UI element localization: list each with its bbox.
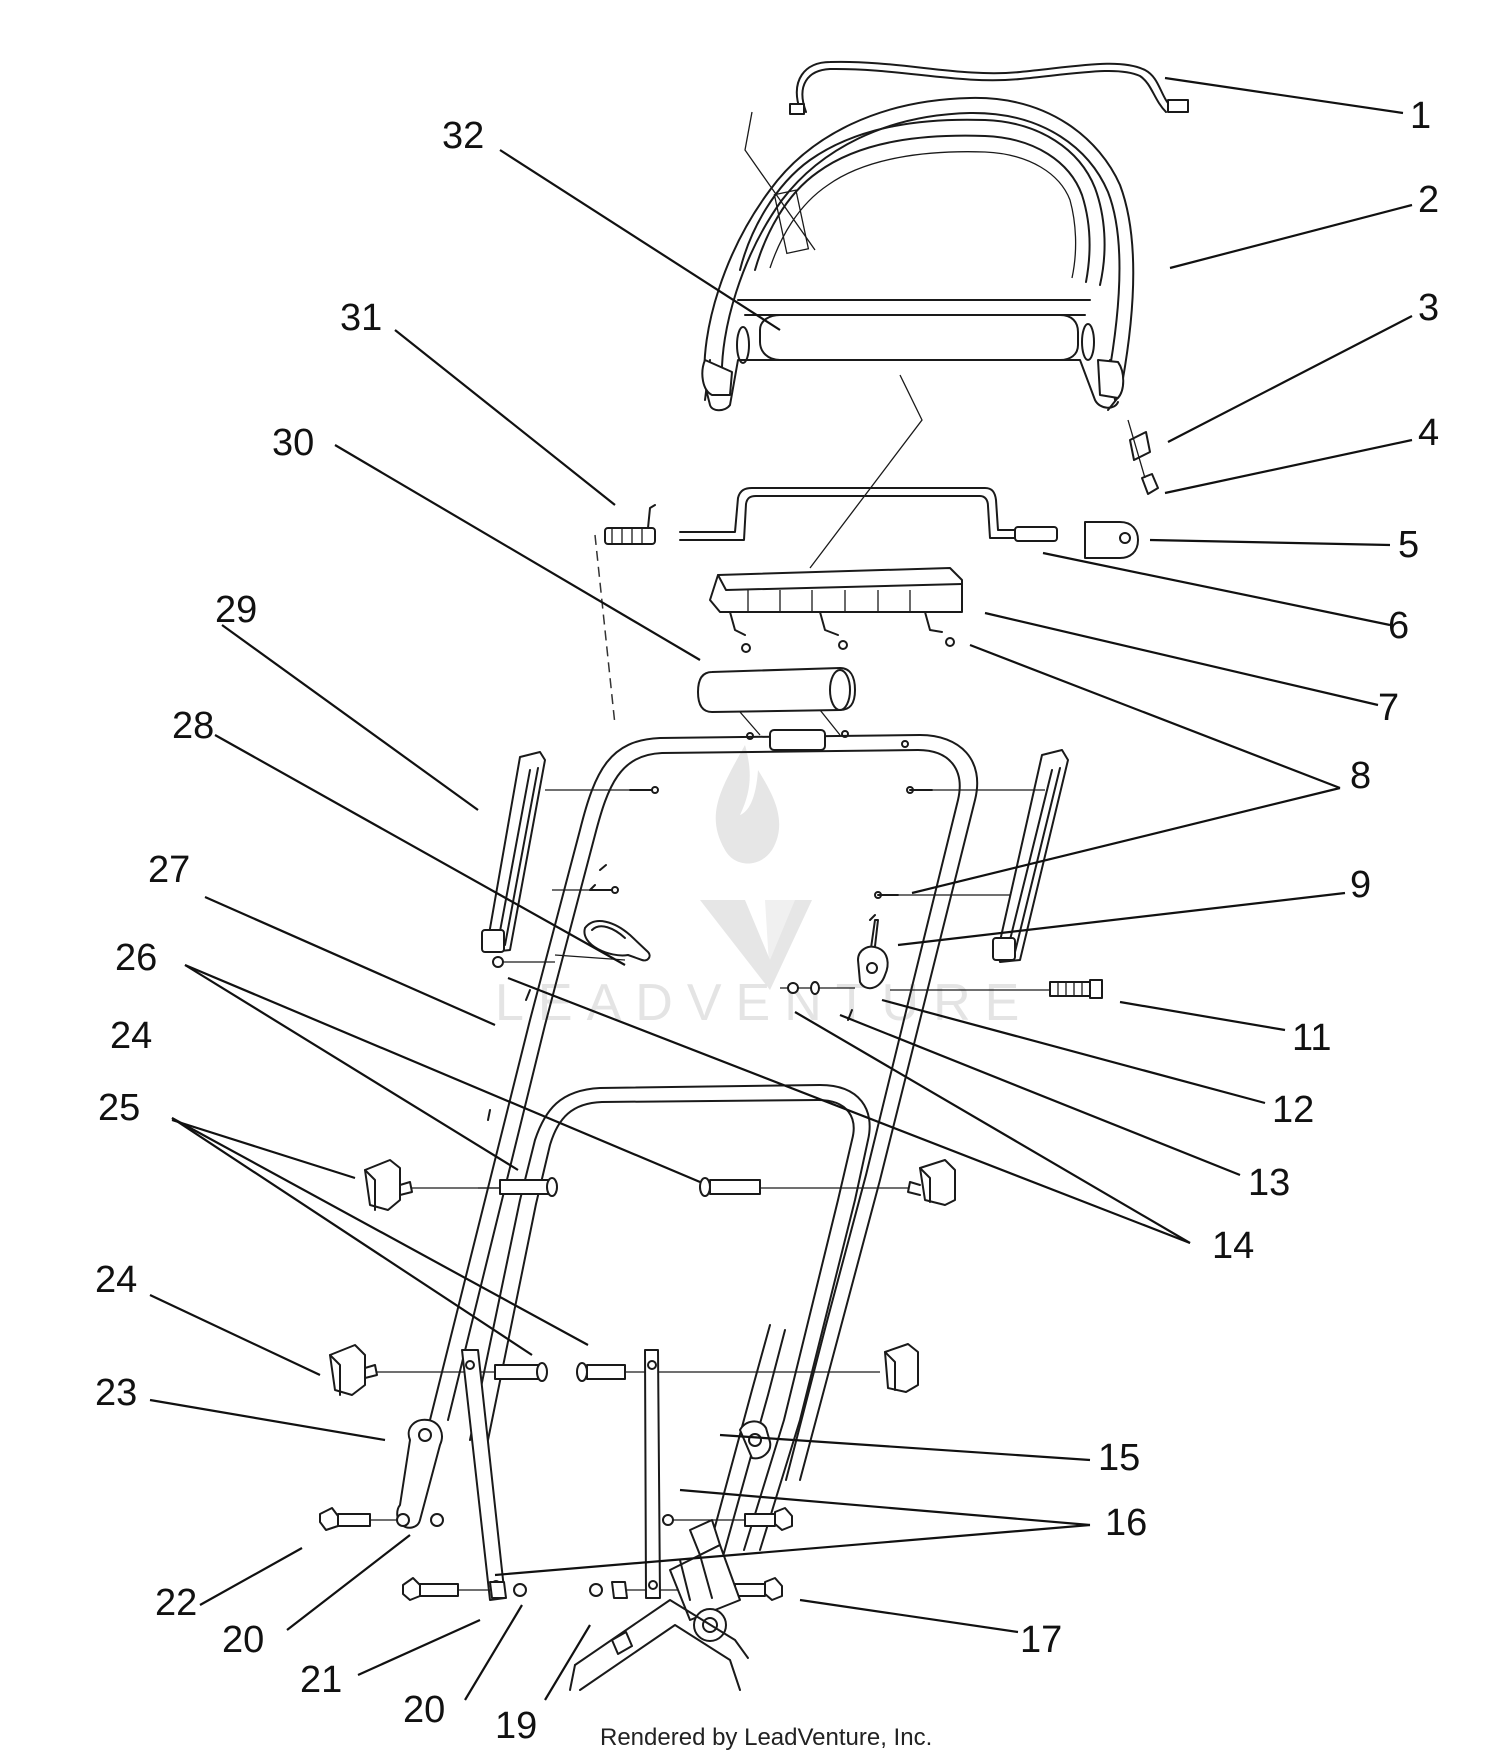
part-bolt-22 xyxy=(319,1507,398,1531)
part-spring xyxy=(594,504,656,726)
part-knob-upper-left xyxy=(364,1159,500,1211)
part-cable-tie xyxy=(554,920,651,962)
callout-4: 4 xyxy=(1418,412,1439,454)
callout-3: 3 xyxy=(1418,287,1439,329)
part-nut-20-lower xyxy=(489,1581,527,1599)
callout-26: 26 xyxy=(115,937,157,979)
part-control-panel xyxy=(709,374,963,653)
part-bolt-lower-right xyxy=(576,1362,880,1382)
part-bolt-16-mid xyxy=(662,1507,793,1531)
leader-lines xyxy=(149,76,1413,1701)
callout-29: 29 xyxy=(215,589,257,631)
callout-20-upper: 20 xyxy=(222,1619,264,1661)
part-deck-bracket xyxy=(569,1420,772,1691)
callout-11: 11 xyxy=(1292,1017,1331,1059)
callout-31: 31 xyxy=(340,297,382,339)
callout-14: 14 xyxy=(1212,1225,1254,1267)
watermark-text: LEADVENTURE xyxy=(495,974,1033,1032)
callout-13: 13 xyxy=(1248,1162,1290,1204)
callout-15: 15 xyxy=(1098,1437,1140,1479)
part-nut-14-left xyxy=(492,956,555,968)
part-knob-upper-right xyxy=(860,1159,956,1206)
part-mid-handle xyxy=(469,1084,871,1561)
part-upper-handle xyxy=(701,96,1135,412)
callout-22: 22 xyxy=(155,1582,197,1624)
part-nut-19 xyxy=(589,1581,645,1599)
callout-labels: 1 2 3 4 5 6 7 8 9 11 12 13 14 15 16 17 1… xyxy=(95,95,1439,1747)
callout-9: 9 xyxy=(1350,864,1371,906)
callout-30: 30 xyxy=(272,422,314,464)
part-screws-8 xyxy=(545,786,1045,899)
callout-28: 28 xyxy=(172,705,214,747)
callout-24-upper: 24 xyxy=(110,1015,152,1057)
part-screw-4 xyxy=(1127,419,1159,495)
part-bolt-lower-left xyxy=(494,1362,548,1382)
callout-7: 7 xyxy=(1378,687,1399,729)
callout-23: 23 xyxy=(95,1372,137,1414)
part-pivot-bracket-left xyxy=(396,1418,443,1529)
part-knob-lower-right xyxy=(884,1343,919,1393)
callout-5: 5 xyxy=(1398,524,1419,566)
watermark-logo xyxy=(700,745,812,990)
part-bail-wire xyxy=(789,60,1189,115)
callout-25: 25 xyxy=(98,1087,140,1129)
callout-20-lower: 20 xyxy=(403,1689,445,1731)
part-cable-guide-left xyxy=(481,751,546,953)
part-foam-grip xyxy=(697,667,856,736)
callout-24-lower: 24 xyxy=(95,1259,137,1301)
callout-17: 17 xyxy=(1020,1619,1062,1661)
render-credit: Rendered by LeadVenture, Inc. xyxy=(600,1724,932,1751)
callout-12: 12 xyxy=(1272,1089,1314,1131)
callout-32: 32 xyxy=(442,115,484,157)
part-link-right xyxy=(644,1349,661,1599)
callout-1: 1 xyxy=(1410,95,1431,137)
callout-19: 19 xyxy=(495,1705,537,1747)
part-bolt-upper-left xyxy=(478,1177,558,1197)
part-bushing-3 xyxy=(1129,431,1151,461)
part-cable-guide-right xyxy=(992,749,1069,963)
part-cable-guide-bolt xyxy=(780,919,1103,999)
part-nut-20-upper xyxy=(396,1513,444,1527)
callout-21: 21 xyxy=(300,1659,342,1701)
callout-2: 2 xyxy=(1418,179,1439,221)
part-bolt-upper-right xyxy=(699,1177,860,1197)
bracket-guide-lines xyxy=(744,111,816,251)
callout-16: 16 xyxy=(1105,1502,1147,1544)
part-control-rod xyxy=(679,487,1139,559)
part-bolt-21 xyxy=(402,1577,490,1601)
callout-27: 27 xyxy=(148,849,190,891)
callout-6: 6 xyxy=(1388,605,1409,647)
callout-8: 8 xyxy=(1350,755,1371,797)
